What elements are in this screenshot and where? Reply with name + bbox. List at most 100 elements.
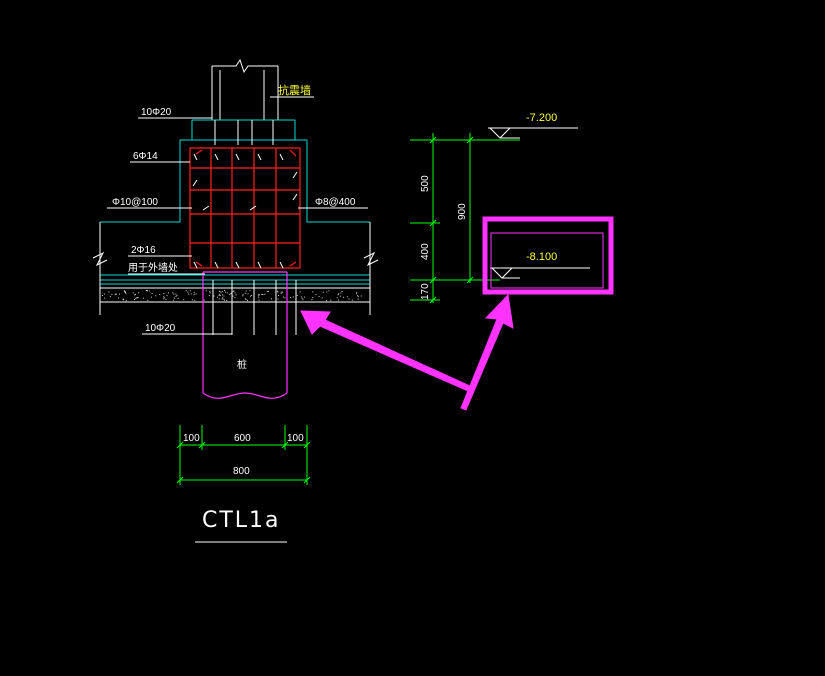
elevation-lower: -8.100 — [526, 251, 557, 263]
dim-v-400: 400 — [420, 243, 431, 260]
hatch-dot — [351, 299, 353, 301]
hatch-dot — [165, 298, 167, 300]
hatch-dot — [258, 294, 260, 296]
hatch-dot — [218, 293, 220, 295]
hatch-dot — [109, 296, 111, 297]
dim-v-500: 500 — [420, 175, 431, 192]
hatch-dot — [258, 294, 260, 296]
hatch-dot — [326, 291, 328, 293]
hatch-dot — [251, 294, 253, 296]
hatch-dot — [138, 292, 140, 294]
hatch-dot — [190, 293, 192, 295]
hatch-dot — [125, 299, 127, 301]
rebar-ticks — [192, 120, 298, 269]
hatch-dot — [339, 295, 341, 297]
hatch-dot — [221, 290, 223, 292]
hatch-dot — [183, 299, 185, 301]
hatch-dot — [234, 297, 236, 298]
hatch-dot — [125, 293, 127, 295]
arrow-left — [300, 310, 471, 392]
wall-label: 抗震墙 — [278, 83, 311, 97]
hatch-dot — [145, 290, 147, 291]
rebar-bottom-note: 用于外墙处 — [128, 261, 178, 274]
hatch-dot — [357, 296, 359, 298]
hatch-dot — [177, 297, 179, 299]
hatch-dot — [146, 290, 148, 291]
hatch-dot — [328, 290, 330, 292]
hatch-dot — [125, 291, 127, 293]
horizontal-dimensions — [176, 425, 311, 485]
hatch-dot — [219, 295, 221, 297]
hatch-dot — [155, 295, 157, 297]
hatch-dot — [114, 294, 116, 296]
hatch-dot — [218, 295, 220, 296]
hatch-dot — [134, 299, 135, 300]
hatch-dot — [205, 290, 207, 292]
pile-label: 桩 — [237, 358, 247, 371]
hatch-dot — [118, 297, 120, 299]
hatch-dot — [148, 290, 150, 292]
hatch-dot — [188, 293, 190, 295]
wall-above — [211, 58, 314, 120]
hatch-dot — [348, 298, 350, 300]
rebar-bottom-bar-label: 2Φ16 — [131, 245, 156, 256]
hatch-dot — [191, 299, 193, 301]
hatch-dot — [250, 295, 251, 297]
hatch-dot — [124, 290, 125, 292]
rebar-stirrup-label: Φ10@100 — [112, 197, 158, 208]
hatch-dot — [223, 299, 225, 301]
rebar-bottom-label: 10Φ20 — [145, 323, 176, 334]
hatch-dot — [341, 291, 343, 292]
hatch-dot — [336, 297, 338, 299]
hatch-dot — [242, 295, 244, 297]
dim-v-900: 900 — [457, 203, 468, 220]
hatch-dot — [244, 292, 246, 294]
hatch-dot — [284, 297, 286, 299]
hatch-dot — [312, 291, 314, 293]
hatch-dot — [104, 297, 106, 299]
hatch-dot — [261, 294, 263, 295]
hatch-dot — [346, 296, 348, 298]
hatch-dot — [360, 295, 362, 297]
hatch-dot — [163, 298, 165, 300]
drawing-title: CTL1a — [202, 508, 281, 533]
dim-v-170: 170 — [420, 283, 431, 300]
hatch-dot — [303, 296, 305, 298]
hatch-dot — [222, 297, 224, 299]
hatch-dot — [219, 290, 221, 292]
dim-middle: 600 — [234, 433, 251, 444]
hatch-dot — [135, 297, 137, 299]
arrow-up — [460, 293, 514, 411]
hatch-dot — [356, 291, 358, 293]
hatch-dot — [232, 290, 234, 292]
hatch-dot — [137, 297, 139, 299]
hatch-dot — [102, 294, 103, 296]
elevation-marker-lower — [490, 267, 590, 279]
hatch-dot — [266, 291, 268, 292]
hatch-dot — [163, 296, 165, 298]
hatch-dot — [185, 290, 187, 292]
hatch-dot — [229, 294, 231, 296]
hatch-dot — [277, 291, 279, 293]
hatch-dot — [235, 294, 237, 296]
hatch-dot — [282, 291, 284, 293]
hatch-dot — [280, 292, 282, 294]
hatch-dot — [242, 294, 244, 296]
hatch-dot — [262, 294, 264, 295]
hatch-dot — [357, 295, 359, 297]
highlight-box — [482, 216, 614, 295]
hatch-dot — [166, 295, 168, 297]
hatch-dot — [356, 293, 358, 295]
hatch-dot — [142, 297, 144, 299]
dim-left: 100 — [183, 433, 200, 444]
hatch-dot — [194, 299, 196, 301]
cushion-layer — [99, 283, 371, 303]
hatch-dot — [337, 294, 339, 296]
hatch-dot — [224, 290, 225, 291]
hatch-dot — [249, 290, 251, 292]
hatch-dot — [299, 291, 301, 293]
hatch-dot — [264, 293, 266, 295]
hatch-dot — [312, 297, 314, 299]
hatch-dot — [311, 299, 313, 301]
